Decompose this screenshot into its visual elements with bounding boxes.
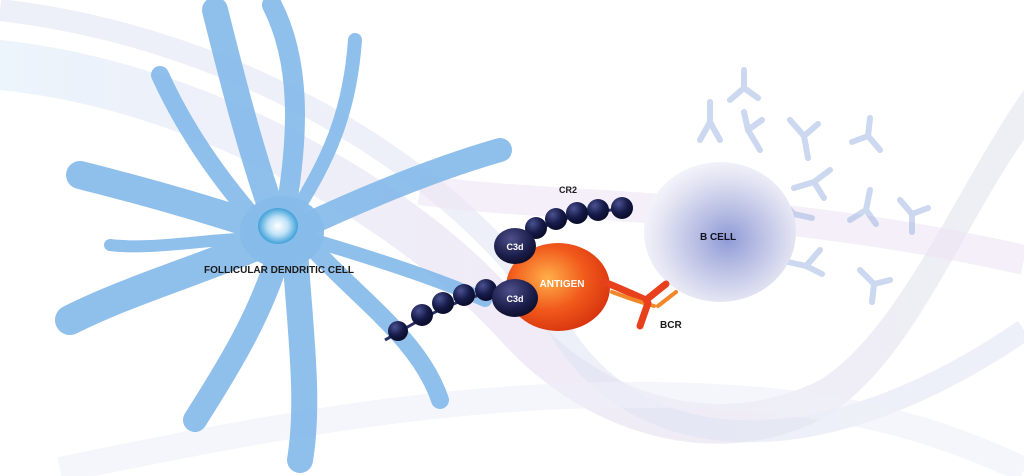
c3d-bottom-label: C3d: [506, 294, 523, 304]
c3d-top: [494, 228, 536, 264]
fdc-label: FOLLICULAR DENDRITIC CELL: [204, 265, 354, 276]
b-cell-label: B CELL: [700, 232, 736, 243]
follicular-dendritic-cell: [55, 0, 512, 473]
cr2-chain-top: [519, 197, 633, 242]
bcr-label: BCR: [660, 320, 682, 331]
cr2-chain-bottom: [384, 279, 501, 342]
bcr-receptor: [600, 278, 678, 330]
c3d-top-label: C3d: [506, 242, 523, 252]
fdc-nucleus: [258, 208, 298, 244]
c3d-bottom: [492, 279, 538, 317]
b-cell: [644, 162, 796, 302]
cr2-label: CR2: [559, 185, 577, 195]
antigen-label: ANTIGEN: [540, 279, 585, 290]
antibody-cluster: [697, 67, 931, 305]
